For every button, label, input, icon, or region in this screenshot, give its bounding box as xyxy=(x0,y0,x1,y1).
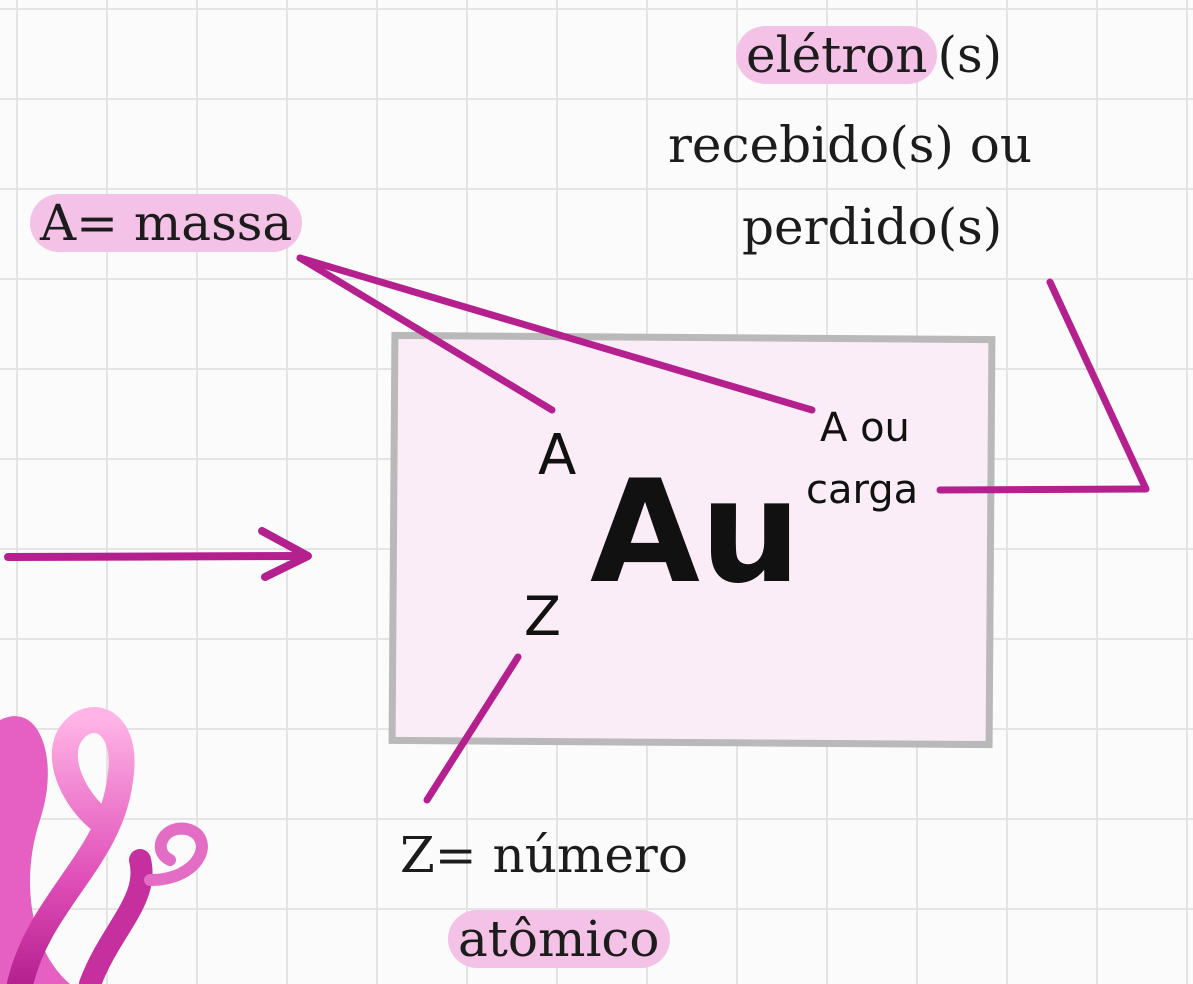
electrons-label-line1: elétron(s) xyxy=(736,26,1002,84)
atomic-number-symbol: Z xyxy=(524,585,561,648)
mass-pointer-line-a xyxy=(296,254,556,414)
mass-label-text: A= massa xyxy=(30,194,303,252)
arrow-right-icon xyxy=(4,527,312,581)
charge-label-line2: carga xyxy=(806,467,919,513)
electrons-label-line3: perdido(s) xyxy=(742,198,1003,256)
mass-number-symbol: A xyxy=(538,423,577,488)
atomic-label-line2: atômico xyxy=(448,910,670,968)
charge-label-line1: A ou xyxy=(820,405,910,451)
charge-pointer-line xyxy=(936,278,1150,494)
mass-pointer-line-b xyxy=(296,254,816,414)
atomic-highlight-text: atômico xyxy=(448,910,670,968)
pink-swirl-letter xyxy=(0,707,208,984)
atomic-label-line1: Z= número xyxy=(400,826,688,884)
element-symbol: Au xyxy=(590,450,801,615)
electrons-label-line2: recebido(s) ou xyxy=(668,116,1033,174)
atomic-number-pointer-line xyxy=(423,653,522,804)
mass-label: A= massa xyxy=(30,194,303,252)
electrons-highlight-text: elétron xyxy=(736,26,938,84)
electrons-suffix-text: (s) xyxy=(937,26,1003,84)
